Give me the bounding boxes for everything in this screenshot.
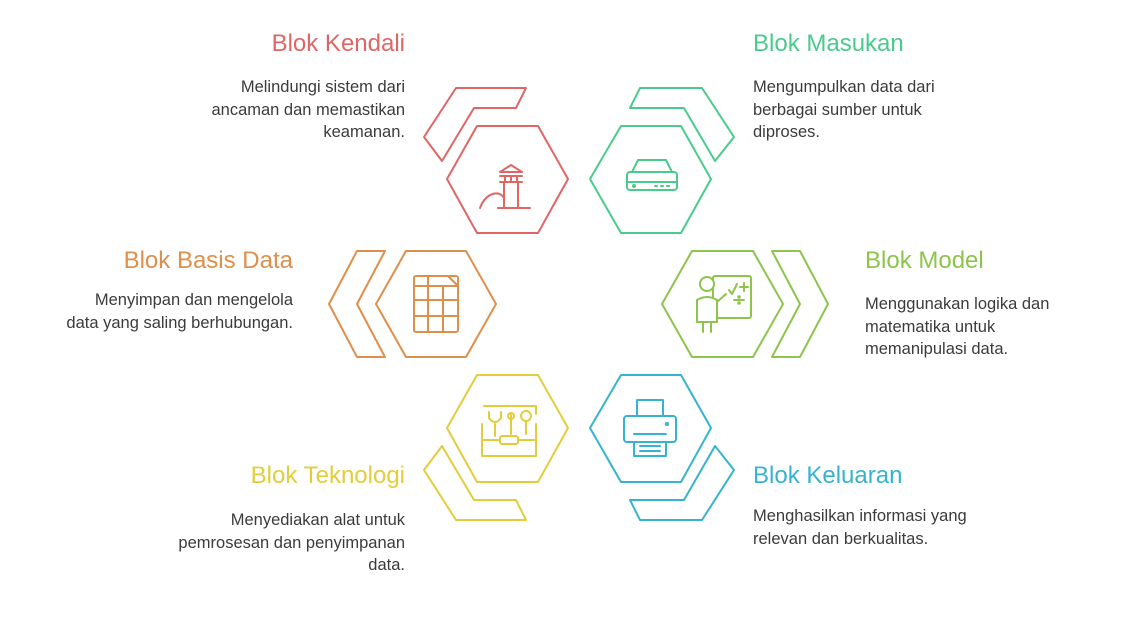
printer-icon — [623, 399, 677, 457]
block-kendali-graphic — [423, 87, 569, 234]
teknologi-hexagon — [446, 374, 569, 483]
kendali-title: Blok Kendali — [271, 30, 405, 57]
model-title: Blok Model — [865, 247, 984, 274]
kendali-chevron — [423, 87, 527, 162]
masukan-desc-line: berbagai sumber untuk — [753, 100, 922, 119]
teknologi-title: Blok Teknologi — [250, 462, 405, 489]
basis-desc-line: data yang saling berhubungan. — [66, 313, 293, 332]
masukan-hexagon — [589, 125, 712, 234]
masukan-desc-line: Mengumpulkan data dari — [753, 78, 935, 96]
model-hexagon — [661, 250, 784, 358]
block-model-graphic — [661, 250, 829, 358]
basis-hexagon — [375, 250, 497, 358]
keluaran-description: Menghasilkan informasi yang relevan dan … — [753, 505, 967, 550]
kendali-desc-line: keamanan. — [323, 123, 405, 141]
model-chevron — [771, 250, 829, 358]
teacher-math-board-icon — [696, 275, 752, 333]
keluaran-desc-line: Menghasilkan informasi yang — [753, 507, 967, 525]
model-desc-line: memanipulasi data. — [865, 340, 1009, 358]
masukan-title: Blok Masukan — [753, 30, 904, 57]
model-description: Menggunakan logika dan matematika untuk … — [865, 293, 1049, 361]
masukan-description: Mengumpulkan data dari berbagai sumber u… — [753, 76, 935, 144]
model-desc-line: matematika untuk — [865, 317, 996, 336]
kendali-description: Melindungi sistem dari ancaman dan memas… — [211, 76, 405, 144]
table-sheet-icon — [413, 275, 459, 333]
keluaran-desc-line: relevan dan berkualitas. — [753, 529, 929, 548]
basis-chevron — [328, 250, 386, 358]
kendali-hexagon — [446, 125, 569, 234]
teknologi-chevron — [423, 445, 527, 521]
teknologi-desc-line: Menyediakan alat untuk — [230, 511, 405, 529]
block-masukan-graphic — [589, 87, 735, 234]
kendali-desc-line: ancaman dan memastikan — [211, 100, 405, 119]
basis-title: Blok Basis Data — [123, 247, 293, 274]
basis-desc-line: Menyimpan dan mengelola — [94, 291, 293, 309]
teknologi-desc-line: data. — [368, 556, 405, 574]
block-basis-graphic — [328, 250, 497, 358]
block-keluaran-graphic — [589, 374, 735, 521]
keluaran-chevron — [629, 445, 735, 521]
toolbox-icon — [481, 405, 537, 457]
keluaran-hexagon — [589, 374, 712, 483]
masukan-chevron — [629, 87, 735, 162]
lighthouse-icon — [479, 164, 531, 209]
kendali-desc-line: Melindungi sistem dari — [240, 78, 405, 96]
teknologi-desc-line: pemrosesan dan penyimpanan — [178, 533, 405, 552]
block-teknologi-graphic — [423, 374, 569, 521]
model-desc-line: Menggunakan logika dan — [865, 295, 1050, 313]
basis-description: Menyimpan dan mengelola data yang saling… — [66, 289, 293, 334]
hard-drive-icon — [626, 159, 678, 191]
keluaran-title: Blok Keluaran — [753, 462, 903, 489]
masukan-desc-line: diproses. — [753, 123, 820, 141]
teknologi-description: Menyediakan alat untuk pemrosesan dan pe… — [178, 509, 405, 577]
